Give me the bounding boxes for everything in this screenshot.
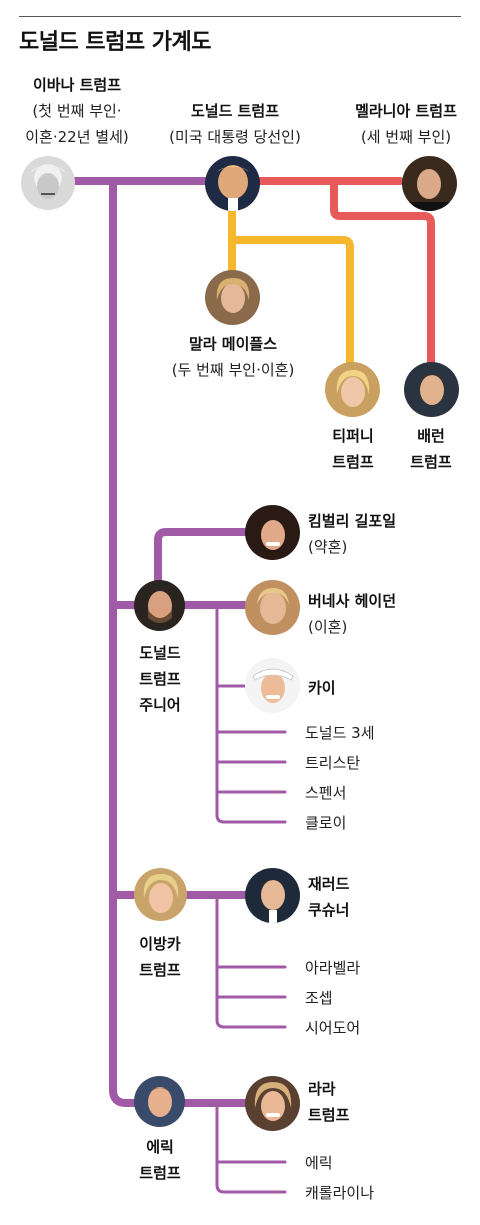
ivana-label: 이바나 트럼프 (첫 번째 부인· 이혼·22년 별세) — [2, 72, 152, 150]
ivanka-photo-icon — [134, 868, 187, 921]
tiffany-photo-icon — [325, 362, 380, 417]
tiffany-name-1: 티퍼니 — [332, 427, 374, 445]
barron-photo-icon — [404, 362, 459, 417]
child-donald-iii: 도널드 3세 — [305, 724, 375, 742]
child-chloe: 클로이 — [305, 814, 347, 832]
kimberly-note: (약혼) — [308, 538, 348, 556]
marla-photo-icon — [205, 270, 260, 325]
child-theodore: 시어도어 — [305, 1019, 361, 1037]
don-jr-name-1: 도널드 — [139, 644, 181, 662]
eric-photo-icon — [134, 1076, 185, 1127]
vanessa-note: (이혼) — [308, 618, 348, 636]
kai-label: 카이 — [308, 675, 336, 701]
melania-note: (세 번째 부인) — [360, 128, 452, 146]
jared-name-1: 재러드 — [308, 875, 350, 893]
line-children-trunk — [109, 177, 138, 1107]
line-don-jr-kids — [215, 603, 287, 824]
vanessa-photo-icon — [245, 580, 300, 635]
don-jr-name-3: 주니어 — [139, 696, 181, 714]
jared-photo-icon — [245, 868, 300, 923]
donald-label: 도널드 트럼프 (미국 대통령 당선인) — [155, 98, 315, 150]
marla-label: 말라 메이플스 (두 번째 부인·이혼) — [152, 331, 314, 383]
jared-label: 재러드 쿠슈너 — [308, 871, 349, 923]
eric-name-2: 트럼프 — [139, 1164, 181, 1182]
vanessa-name: 버네사 헤이던 — [308, 592, 397, 610]
don-jr-photo-icon — [134, 580, 185, 631]
child-spencer: 스펜서 — [305, 784, 347, 802]
marla-note: (두 번째 부인·이혼) — [171, 361, 295, 379]
lara-label: 라라 트럼프 — [308, 1076, 349, 1128]
lara-name-1: 라라 — [308, 1080, 336, 1098]
barron-label: 배런 트럼프 — [396, 423, 466, 475]
child-joseph: 조셉 — [305, 989, 333, 1007]
ivana-note-2: 이혼·22년 별세) — [25, 128, 129, 146]
child-eric-luke: 에릭 — [305, 1154, 333, 1172]
child-arabella: 아라벨라 — [305, 959, 361, 977]
line-tiffany — [228, 236, 354, 366]
melania-name: 멜라니아 트럼프 — [355, 102, 457, 120]
child-carolina: 캐롤라이나 — [305, 1184, 375, 1202]
ivanka-name-2: 트럼프 — [139, 961, 181, 979]
melania-photo-icon — [402, 156, 457, 211]
don-jr-name-2: 트럼프 — [139, 670, 181, 688]
title-rule — [19, 16, 461, 17]
ivanka-label: 이방카 트럼프 — [120, 931, 200, 983]
donald-name: 도널드 트럼프 — [190, 102, 280, 120]
ivana-note-1: (첫 번째 부인· — [32, 102, 122, 120]
line-don-jr-kimberly — [154, 528, 249, 584]
melania-label: 멜라니아 트럼프 (세 번째 부인) — [336, 98, 476, 150]
tiffany-name-2: 트럼프 — [332, 453, 374, 471]
donald-note: (미국 대통령 당선인) — [169, 128, 301, 146]
kimberly-name: 킴벌리 길포일 — [308, 512, 397, 530]
tiffany-label: 티퍼니 트럼프 — [318, 423, 388, 475]
kimberly-photo-icon — [245, 505, 300, 560]
vanessa-label: 버네사 헤이던 (이혼) — [308, 588, 396, 640]
ivana-photo-icon — [21, 156, 75, 210]
barron-name-1: 배런 — [417, 427, 445, 445]
marla-name: 말라 메이플스 — [188, 335, 278, 353]
line-eric-kids — [215, 1101, 287, 1194]
lara-photo-icon — [245, 1076, 300, 1131]
lara-name-2: 트럼프 — [308, 1106, 350, 1124]
kimberly-label: 킴벌리 길포일 (약혼) — [308, 508, 396, 560]
kai-name: 카이 — [308, 679, 336, 697]
line-ivanka-kids — [215, 893, 287, 1029]
child-tristan: 트리스탄 — [305, 754, 361, 772]
jared-name-2: 쿠슈너 — [308, 901, 350, 919]
eric-label: 에릭 트럼프 — [120, 1134, 200, 1186]
barron-name-2: 트럼프 — [410, 453, 452, 471]
page-title: 도널드 트럼프 가계도 — [19, 30, 211, 55]
kai-photo-icon — [245, 658, 300, 713]
don-jr-label: 도널드 트럼프 주니어 — [120, 640, 200, 718]
line-barron — [330, 177, 435, 366]
ivana-name: 이바나 트럼프 — [32, 76, 122, 94]
eric-name-1: 에릭 — [146, 1138, 174, 1156]
ivanka-name-1: 이방카 — [139, 935, 181, 953]
donald-photo-icon — [205, 156, 260, 211]
